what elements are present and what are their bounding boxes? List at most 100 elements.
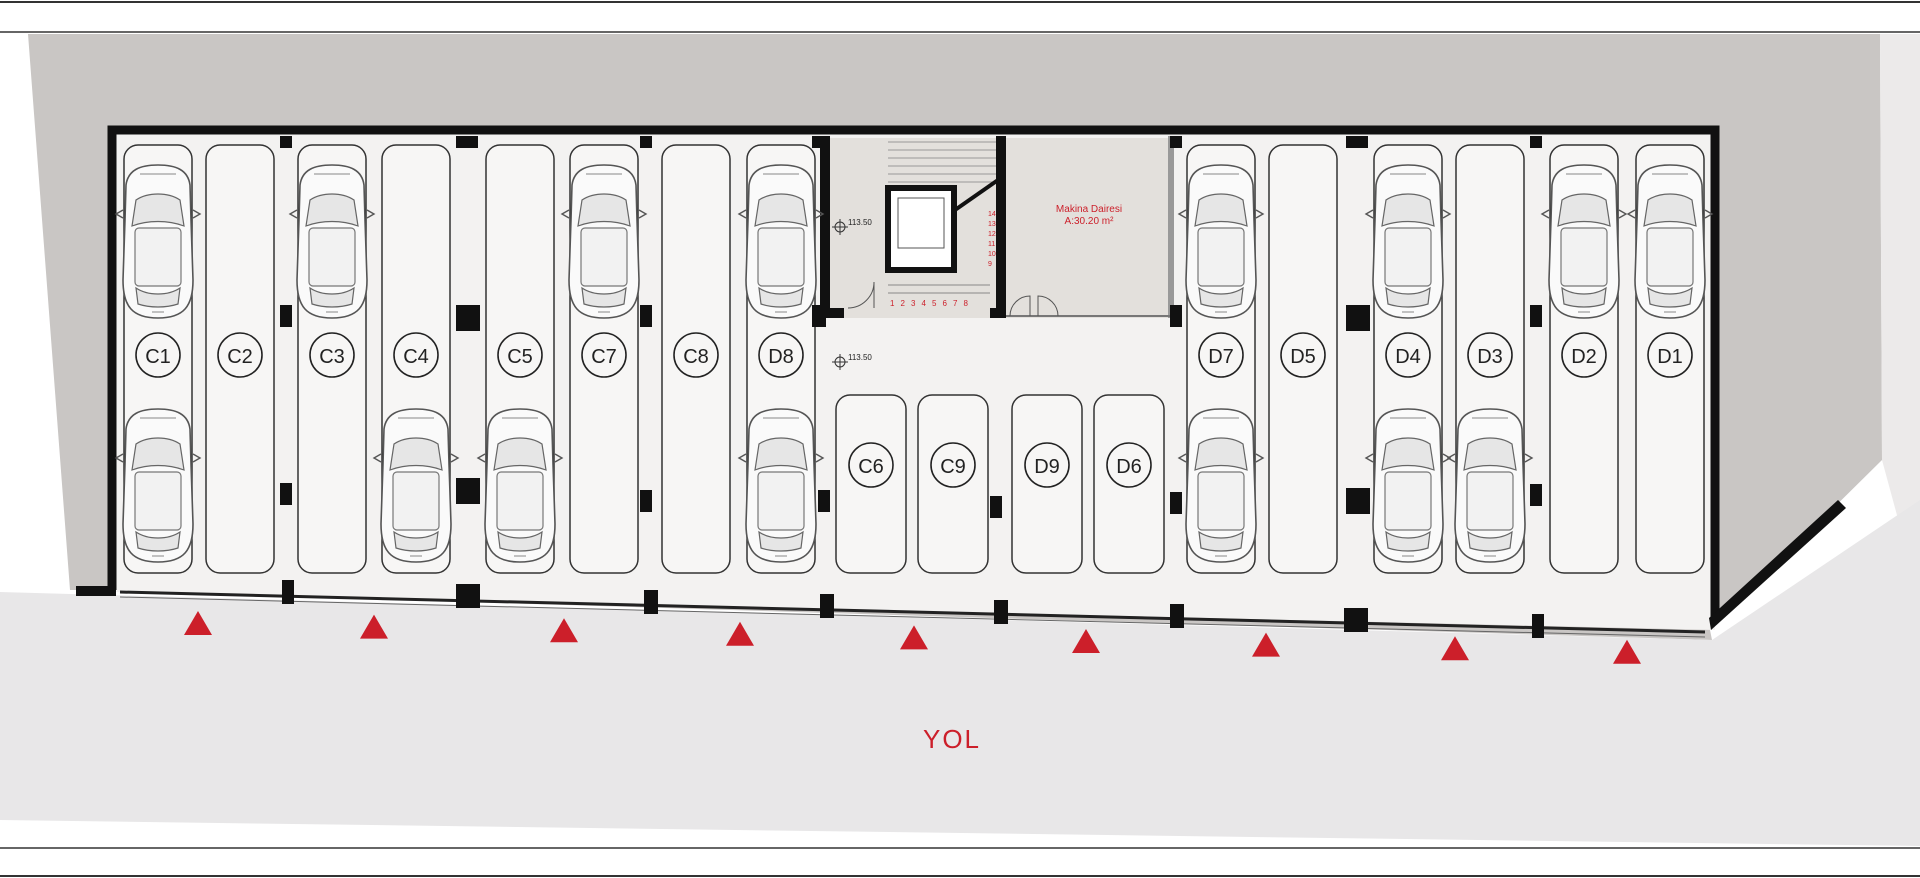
space-number-circle <box>1561 332 1607 378</box>
parked-car <box>1541 164 1627 319</box>
space-number-circle <box>930 442 976 488</box>
parking-space: D3 <box>1447 144 1533 574</box>
space-label: C3 <box>319 346 345 368</box>
entrance-marker-triangle <box>726 621 754 646</box>
stair-step-number: 11 <box>988 241 995 248</box>
stair-step-number: 4 <box>922 299 927 308</box>
stair-step-number: 1 <box>890 299 895 308</box>
space-label: C2 <box>227 346 253 368</box>
level-mark: 113.50 <box>832 218 872 235</box>
parking-space: D2 <box>1541 144 1627 574</box>
outer-wall <box>107 125 1720 618</box>
parked-car <box>561 164 647 319</box>
entrance-marker-triangle <box>360 614 388 639</box>
parking-space: C6 <box>835 394 907 574</box>
parking-space: C3 <box>289 144 375 574</box>
parked-car <box>738 164 824 319</box>
space-label: C4 <box>403 346 429 368</box>
parking-space: D5 <box>1268 144 1338 574</box>
parked-car <box>738 408 824 563</box>
space-number-circle <box>1467 332 1513 378</box>
parking-space: D8 <box>738 144 824 574</box>
space-label: C1 <box>145 346 171 368</box>
parked-car <box>1178 164 1264 319</box>
parked-car <box>289 164 375 319</box>
entrance-marker-triangle <box>1441 636 1469 661</box>
space-label: D3 <box>1477 346 1503 368</box>
parking-space: D6 <box>1093 394 1165 574</box>
parked-car <box>1178 408 1264 563</box>
space-number-circle <box>758 332 804 378</box>
front-facade <box>119 580 1706 638</box>
space-label: C7 <box>591 346 617 368</box>
space-label: C8 <box>683 346 709 368</box>
entrance-marker-triangle <box>1072 629 1100 653</box>
road <box>0 500 1920 846</box>
structural-columns <box>280 136 1542 518</box>
stair-step-number: 7 <box>953 299 958 308</box>
level-value: 113.50 <box>848 353 872 362</box>
space-number-circle <box>848 442 894 488</box>
parked-car <box>1447 408 1533 563</box>
stair-step-number: 6 <box>943 299 948 308</box>
space-label: C6 <box>858 456 884 478</box>
entrance-marker-triangle <box>900 625 928 650</box>
stair-step-number: 8 <box>964 299 969 308</box>
stair-step-number: 10 <box>988 251 996 258</box>
space-label: D4 <box>1395 346 1421 368</box>
parking-space: D7 <box>1178 144 1264 574</box>
parked-car <box>373 408 459 563</box>
elevator-shaft <box>885 185 957 273</box>
space-number-circle <box>393 332 439 378</box>
space-number-circle <box>497 332 543 378</box>
space-number-circle <box>309 332 355 378</box>
parked-car <box>1365 164 1451 319</box>
parking-space: D9 <box>1011 394 1083 574</box>
space-label: C5 <box>507 346 533 368</box>
space-number-circle <box>581 332 627 378</box>
stair-step-number: 13 <box>988 221 996 228</box>
space-number-circle <box>673 332 719 378</box>
parking-space: C8 <box>661 144 731 574</box>
space-number-circle <box>135 332 181 378</box>
space-label: D2 <box>1571 346 1597 368</box>
parking-space: C1 <box>115 144 201 574</box>
space-number-circle <box>1106 442 1152 488</box>
entrance-marker-triangle <box>1252 632 1280 657</box>
space-label: D8 <box>768 346 794 368</box>
space-number-circle <box>1647 332 1693 378</box>
entrance-marker-triangle <box>1613 639 1641 664</box>
level-mark: 113.50 <box>832 353 872 370</box>
level-value: 113.50 <box>848 218 872 227</box>
machine-room-area: A:30.20 m² <box>1065 216 1115 227</box>
stair-treads <box>888 141 1000 212</box>
space-number-circle <box>1385 332 1431 378</box>
space-number-circle <box>1024 442 1070 488</box>
parking-space: D4 <box>1365 144 1451 574</box>
parking-space: C5 <box>477 144 563 574</box>
space-number-circle <box>217 332 263 378</box>
parked-car <box>115 164 201 319</box>
parking-space: C7 <box>561 144 647 574</box>
road-label: YOL <box>923 724 981 754</box>
parked-car <box>115 408 201 563</box>
stair-step-number: 2 <box>901 299 906 308</box>
space-label: D7 <box>1208 346 1234 368</box>
space-label: D5 <box>1290 346 1316 368</box>
space-label: C9 <box>940 456 966 478</box>
space-number-circle <box>1198 332 1244 378</box>
parked-car <box>477 408 563 563</box>
stair-step-number: 14 <box>988 211 996 218</box>
space-number-circle <box>1280 332 1326 378</box>
parking-space: C4 <box>373 144 459 574</box>
entrance-marker-triangle <box>550 618 578 643</box>
space-label: D9 <box>1034 456 1060 478</box>
space-label: D6 <box>1116 456 1142 478</box>
parking-space: D1 <box>1627 144 1713 574</box>
entrance-marker-triangle <box>184 611 212 635</box>
stair-step-number: 3 <box>911 299 916 308</box>
parking-space: C2 <box>205 144 275 574</box>
